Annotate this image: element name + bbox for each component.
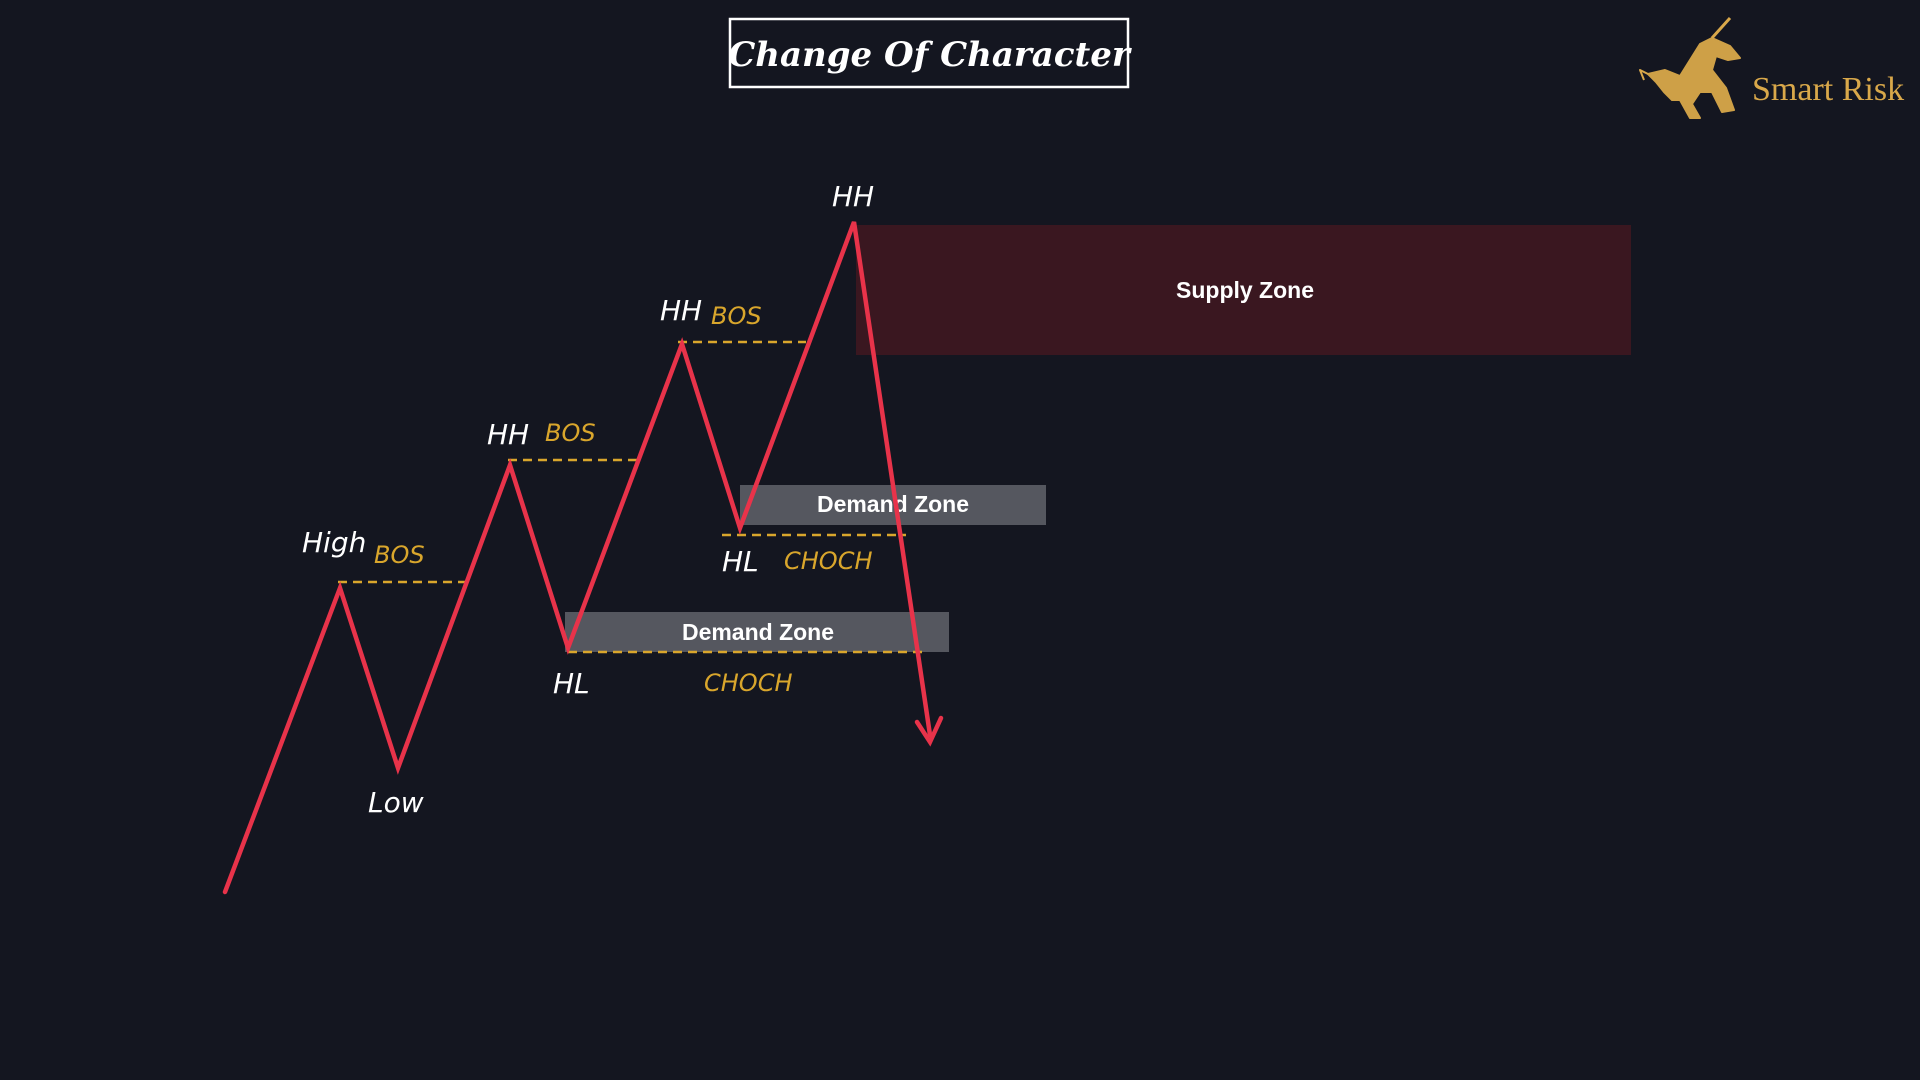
unicorn-icon [1639, 16, 1741, 119]
label-low: Low [368, 786, 424, 819]
title-frame [728, 17, 1130, 89]
brand-name: Smart Risk [1752, 71, 1904, 108]
label-bos-1: BOS [374, 541, 425, 569]
label-hl-1: HL [553, 667, 590, 700]
label-choch-upper: CHOCH [784, 547, 873, 575]
demand-zone-lower-label: Demand Zone [682, 619, 834, 645]
brand-logo: Smart Risk [1639, 16, 1904, 119]
supply-zone-label: Supply Zone [1176, 277, 1314, 303]
demand-zone-lower: Demand Zone [565, 612, 949, 652]
supply-zone: Supply Zone [856, 225, 1631, 355]
page-title: Change Of Character [728, 35, 1132, 75]
demand-zone-lower-box [565, 612, 949, 652]
price-path [222, 221, 944, 895]
label-hh-1: HH [487, 418, 529, 451]
title-box: Change Of Character [728, 17, 1132, 89]
break-labels: BOS BOS BOS CHOCH CHOCH [374, 302, 873, 697]
label-choch-lower: CHOCH [704, 669, 793, 697]
label-high: High [302, 526, 366, 559]
label-bos-2: BOS [545, 419, 596, 447]
structure-levels [338, 340, 922, 654]
arrow-head-icon [914, 715, 944, 747]
label-bos-3: BOS [711, 302, 762, 330]
label-hh-3: HH [832, 180, 874, 213]
label-hh-2: HH [660, 294, 702, 327]
label-hl-2: HL [722, 545, 759, 578]
price-line [222, 221, 933, 895]
swing-labels: High Low HH HL HH HL HH [302, 180, 874, 819]
supply-zone-box [856, 225, 1631, 355]
